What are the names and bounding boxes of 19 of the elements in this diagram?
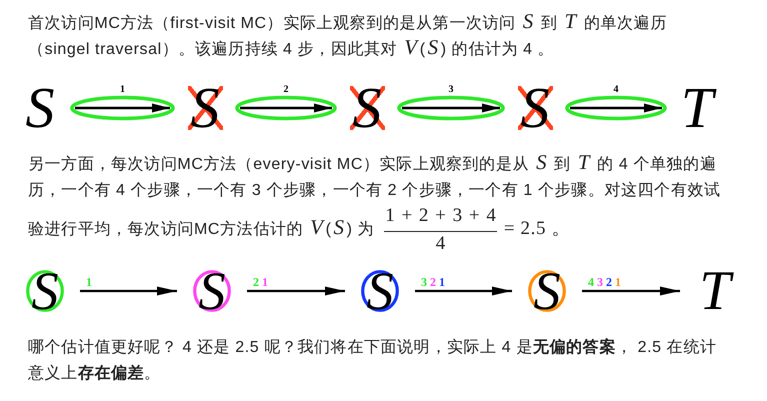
edge-label: 4 3 2 1 [587,276,622,288]
edge-label: 2 [282,85,290,95]
arrow [415,286,512,296]
state-circle: S [361,270,399,312]
edge-label: 3 2 1 [420,276,446,288]
edge-label: 2 1 [252,276,269,288]
edge-label: 4 [612,85,620,95]
edge-label: 3 [448,85,454,95]
paragraph-text: 哪个估计值更好呢？ 4 还是 2.5 呢？我们将在下面说明，实际上 4 是无偏的答案， 2.5 在统计意义上存在偏差。 [28,337,718,384]
arrow [582,286,680,296]
arrow [80,286,177,296]
edge-label: 1 [85,276,93,288]
paragraph-text: 首次访问MC方法（first-visit MC）实际上观察到的是从第一次访问 S 到 T 的单次遍历（singel traversal）。该遍历持续 4 步，因此其对 V(S) 的估计为 4 。 [28,10,668,60]
state-circle: S [528,270,566,312]
state-circle: S [193,270,231,312]
state-letter: S [26,87,54,129]
state-circle: S [26,270,64,312]
edge-label: 1 [119,85,126,95]
arrow [247,286,345,296]
